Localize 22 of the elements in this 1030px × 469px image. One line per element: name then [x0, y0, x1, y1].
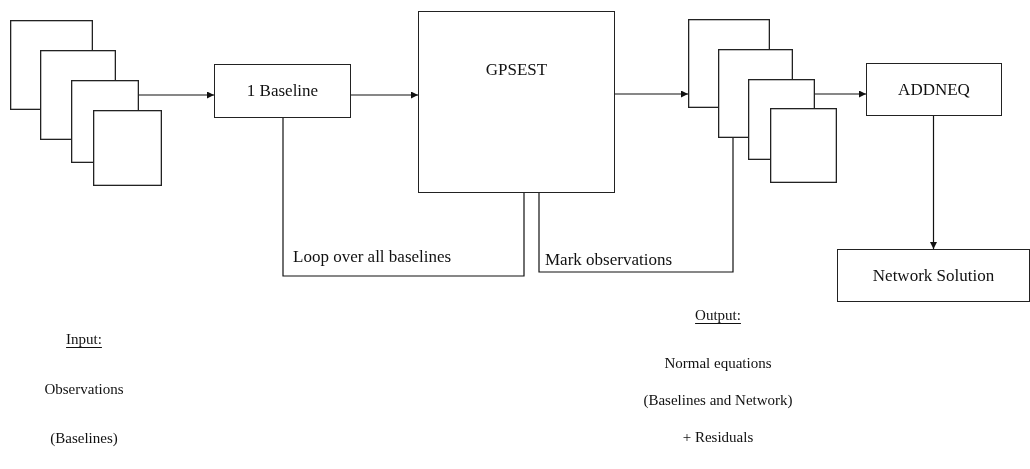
document-stack-drawing [688, 19, 837, 183]
note-text: (Baselines) [50, 430, 118, 447]
note-text: + Residuals [682, 429, 754, 446]
document-stack-drawing [10, 20, 162, 186]
process-box: ADDNEQ [866, 63, 1002, 116]
edge-label: Loop over all baselines [293, 248, 452, 265]
connector-line [538, 137, 734, 273]
arrow [614, 90, 689, 98]
arrow [814, 90, 867, 98]
section-heading: Input: [66, 331, 102, 348]
process-box: Network Solution [837, 249, 1030, 302]
arrow [930, 115, 937, 250]
edge-label: Mark observations [545, 251, 672, 268]
note-text: (Baselines and Network) [643, 392, 793, 409]
process-box: 1 Baseline [214, 64, 351, 118]
arrow [350, 91, 419, 99]
arrow [138, 91, 215, 99]
process-box: GPSEST [418, 11, 615, 193]
section-heading: Output: [695, 307, 741, 324]
note-text: Normal equations [664, 355, 772, 372]
note-text: Observations [44, 381, 124, 398]
connector-line [282, 117, 525, 277]
